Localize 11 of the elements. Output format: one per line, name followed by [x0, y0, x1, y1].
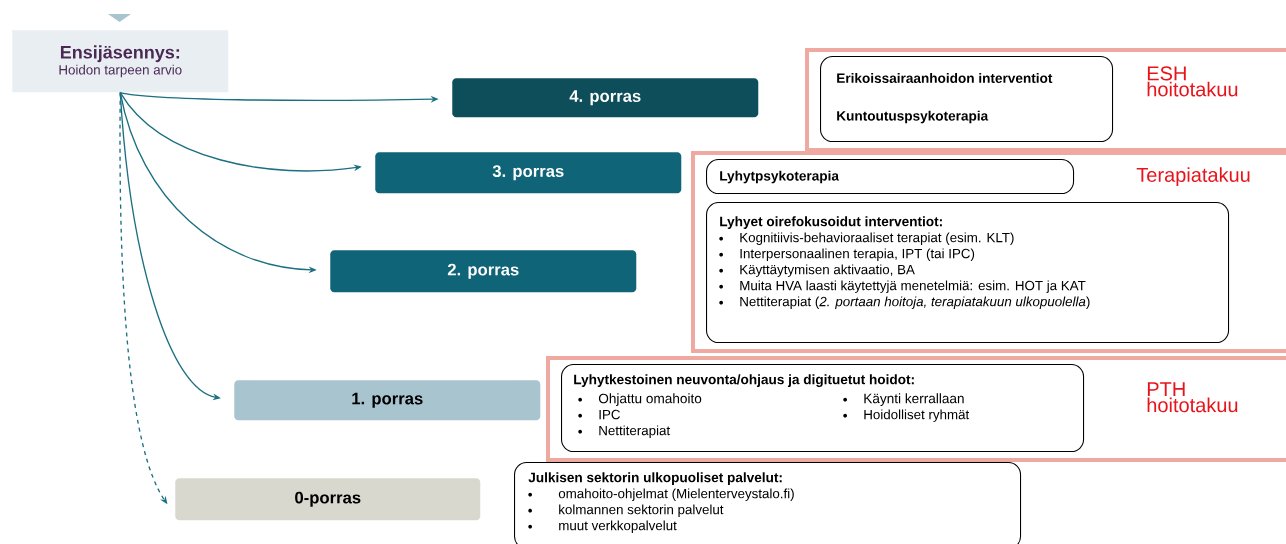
content-box: Lyhytpsykoterapia — [706, 159, 1075, 195]
content-box: Lyhyet oirefokusoidut interventiot: Kognitiivis-behavioraaliset terapiat (esim. KLT) Interpersonaalinen terapia, IPT (tai IPC) Käyttäytymisen aktivaatio, BA Muita HVA laasti käytettyjä menetelmiä: esim. HOT ja KAT Nettiterapiat (2. portaan hoitoja, terapiatakuun ulkopuolella) — [706, 202, 1230, 344]
content-box: Julkisen sektorin ulkopuoliset palvelut: omahoito-ohjelmat (Mielenterveystalo.fi) kolmannen sektorin palvelut muut verkkopalvelut — [514, 462, 1022, 544]
content-box: Lyhytkestoinen neuvonta/ohjaus ja digituetut hoidot: Ohjattu omahoito IPC Nettiterapiat Käynti kerrallaan Hoidolliset ryhmät — [561, 364, 1085, 453]
step-box: 4. porras — [452, 78, 759, 118]
step-box: 1. porras — [234, 380, 541, 421]
step-box: 3. porras — [375, 152, 682, 194]
step-box: 2. porras — [330, 250, 637, 293]
content-box: Erikoissairaanhoidon interventiot Kuntoutuspsykoterapia — [820, 56, 1114, 143]
assessment-box: Ensijäsennys: Hoidon tarpeen arvio — [12, 30, 229, 93]
step-box: 0-porras — [175, 478, 481, 521]
